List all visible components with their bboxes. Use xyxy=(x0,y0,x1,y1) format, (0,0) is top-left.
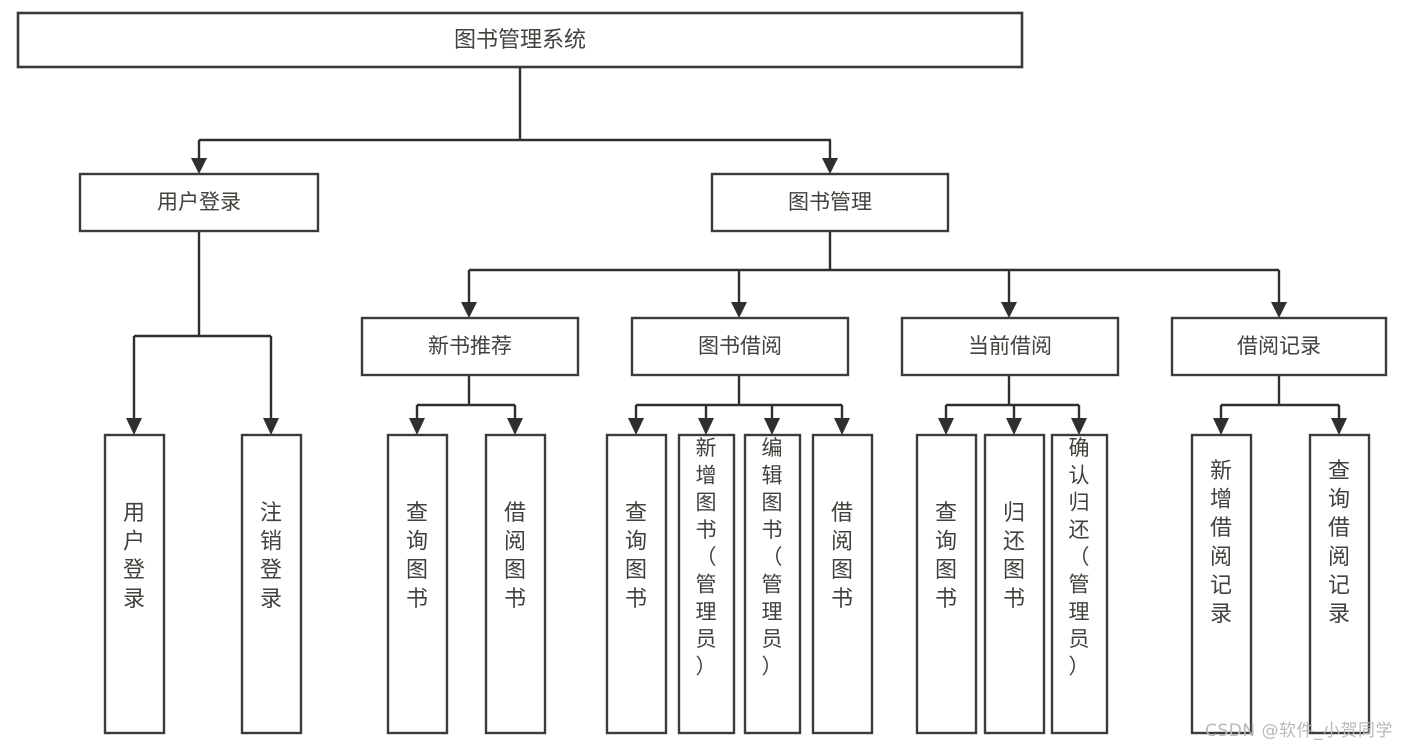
node-leaf-query-book-cur[interactable]: 查询图书 xyxy=(915,433,978,735)
node-leaf-query-book-borrow-box[interactable] xyxy=(605,433,668,735)
node-book-borrow-box[interactable] xyxy=(630,316,850,377)
arrow-head-borrow-record xyxy=(1271,302,1287,318)
node-new-book-recommend-label: 新书推荐 xyxy=(428,334,512,358)
node-leaf-query-book-borrow-label: 查询图书 xyxy=(625,501,647,612)
node-leaf-borrow-book-rec[interactable]: 借阅图书 xyxy=(484,433,547,735)
node-leaf-borrow-book[interactable]: 借阅图书 xyxy=(811,433,874,735)
node-leaf-confirm-return-admin-box[interactable] xyxy=(1050,433,1109,735)
node-new-book-recommend-box[interactable] xyxy=(360,316,580,377)
node-leaf-query-borrow-record-box[interactable] xyxy=(1308,433,1371,735)
node-new-book-recommend[interactable]: 新书推荐 xyxy=(360,316,580,377)
node-leaf-borrow-book-box[interactable] xyxy=(811,433,874,735)
arrow-head-user-login xyxy=(191,158,207,174)
arrow-head-leaf-query-borrow-record xyxy=(1331,418,1347,435)
node-borrow-record[interactable]: 借阅记录 xyxy=(1170,316,1388,377)
arrow-head-leaf-return-book xyxy=(1006,418,1022,435)
node-user-login-label: 用户登录 xyxy=(157,190,241,214)
node-leaf-query-book-cur-label: 查询图书 xyxy=(935,501,957,612)
node-user-login-box[interactable] xyxy=(78,172,320,233)
node-leaf-add-book-admin-box[interactable] xyxy=(677,433,736,735)
node-leaf-edit-book-admin-box[interactable] xyxy=(743,433,802,735)
node-leaf-borrow-book-label: 借阅图书 xyxy=(831,501,853,612)
node-book-manage[interactable]: 图书管理 xyxy=(710,172,950,233)
arrow-head-book-borrow xyxy=(731,302,747,318)
node-root-label: 图书管理系统 xyxy=(454,28,586,53)
node-leaf-return-book[interactable]: 归还图书 xyxy=(983,433,1046,735)
node-leaf-confirm-return-admin-label: 确认归还（管理员） xyxy=(1069,436,1090,678)
arrow-head-leaf-borrow-book-rec xyxy=(507,418,523,435)
node-current-borrow-label: 当前借阅 xyxy=(968,334,1052,358)
node-leaf-query-book-rec-box[interactable] xyxy=(386,433,449,735)
node-user-login[interactable]: 用户登录 xyxy=(78,172,320,233)
arrow-head-leaf-query-book-borrow xyxy=(628,418,644,435)
node-borrow-record-label: 借阅记录 xyxy=(1237,334,1321,358)
node-current-borrow[interactable]: 当前借阅 xyxy=(900,316,1120,377)
node-leaf-query-book-rec-label: 查询图书 xyxy=(406,501,428,612)
arrow-head-leaf-confirm-return-admin xyxy=(1071,418,1087,435)
node-leaf-return-book-label: 归还图书 xyxy=(1003,501,1025,612)
node-leaf-borrow-book-rec-box[interactable] xyxy=(484,433,547,735)
node-leaf-add-borrow-record-label: 新增借阅记录 xyxy=(1210,459,1232,627)
node-leaf-borrow-book-rec-label: 借阅图书 xyxy=(504,501,526,612)
node-leaf-user-login-label: 用户登录 xyxy=(123,501,145,612)
node-book-borrow-label: 图书借阅 xyxy=(698,334,782,358)
node-leaf-logout-login-label: 注销登录 xyxy=(260,501,282,612)
node-book-manage-label: 图书管理 xyxy=(788,190,872,214)
node-leaf-query-borrow-record[interactable]: 查询借阅记录 xyxy=(1308,433,1371,735)
node-leaf-user-login[interactable]: 用户登录 xyxy=(103,433,166,735)
node-leaf-query-borrow-record-label: 查询借阅记录 xyxy=(1328,459,1350,627)
arrow-head-leaf-user-login xyxy=(126,418,142,435)
arrow-head-leaf-logout-login xyxy=(263,418,279,435)
node-leaf-add-book-admin-label: 新增图书（管理员） xyxy=(696,436,717,678)
node-leaf-user-login-box[interactable] xyxy=(103,433,166,735)
node-leaf-add-borrow-record-box[interactable] xyxy=(1190,433,1253,735)
node-leaf-confirm-return-admin[interactable]: 确认归还（管理员） xyxy=(1050,433,1109,735)
arrow-head-leaf-add-borrow-record xyxy=(1213,418,1229,435)
arrow-head-leaf-edit-book-admin xyxy=(764,418,780,435)
node-leaf-edit-book-admin-label: 编辑图书（管理员） xyxy=(762,436,783,678)
node-current-borrow-box[interactable] xyxy=(900,316,1120,377)
node-leaf-query-book-borrow[interactable]: 查询图书 xyxy=(605,433,668,735)
node-leaf-edit-book-admin[interactable]: 编辑图书（管理员） xyxy=(743,433,802,735)
arrow-head-leaf-borrow-book xyxy=(834,418,850,435)
node-leaf-logout-login-box[interactable] xyxy=(240,433,303,735)
node-leaf-add-borrow-record[interactable]: 新增借阅记录 xyxy=(1190,433,1253,735)
node-book-borrow[interactable]: 图书借阅 xyxy=(630,316,850,377)
arrow-head-leaf-add-book-admin xyxy=(698,418,714,435)
arrow-head-book-manage xyxy=(822,158,838,174)
arrow-head-leaf-query-book-cur xyxy=(938,418,954,435)
node-root-box[interactable] xyxy=(16,11,1024,69)
node-leaf-query-book-cur-box[interactable] xyxy=(915,433,978,735)
edge-layer xyxy=(126,67,1347,435)
node-leaf-query-book-rec[interactable]: 查询图书 xyxy=(386,433,449,735)
node-leaf-add-book-admin[interactable]: 新增图书（管理员） xyxy=(677,433,736,735)
arrow-head-new-book-recommend xyxy=(461,302,477,318)
node-root[interactable]: 图书管理系统 xyxy=(16,11,1024,69)
arrow-head-current-borrow xyxy=(1001,302,1017,318)
arrow-head-leaf-query-book-rec xyxy=(409,418,425,435)
node-leaf-return-book-box[interactable] xyxy=(983,433,1046,735)
node-leaf-logout-login[interactable]: 注销登录 xyxy=(240,433,303,735)
node-book-manage-box[interactable] xyxy=(710,172,950,233)
node-borrow-record-box[interactable] xyxy=(1170,316,1388,377)
